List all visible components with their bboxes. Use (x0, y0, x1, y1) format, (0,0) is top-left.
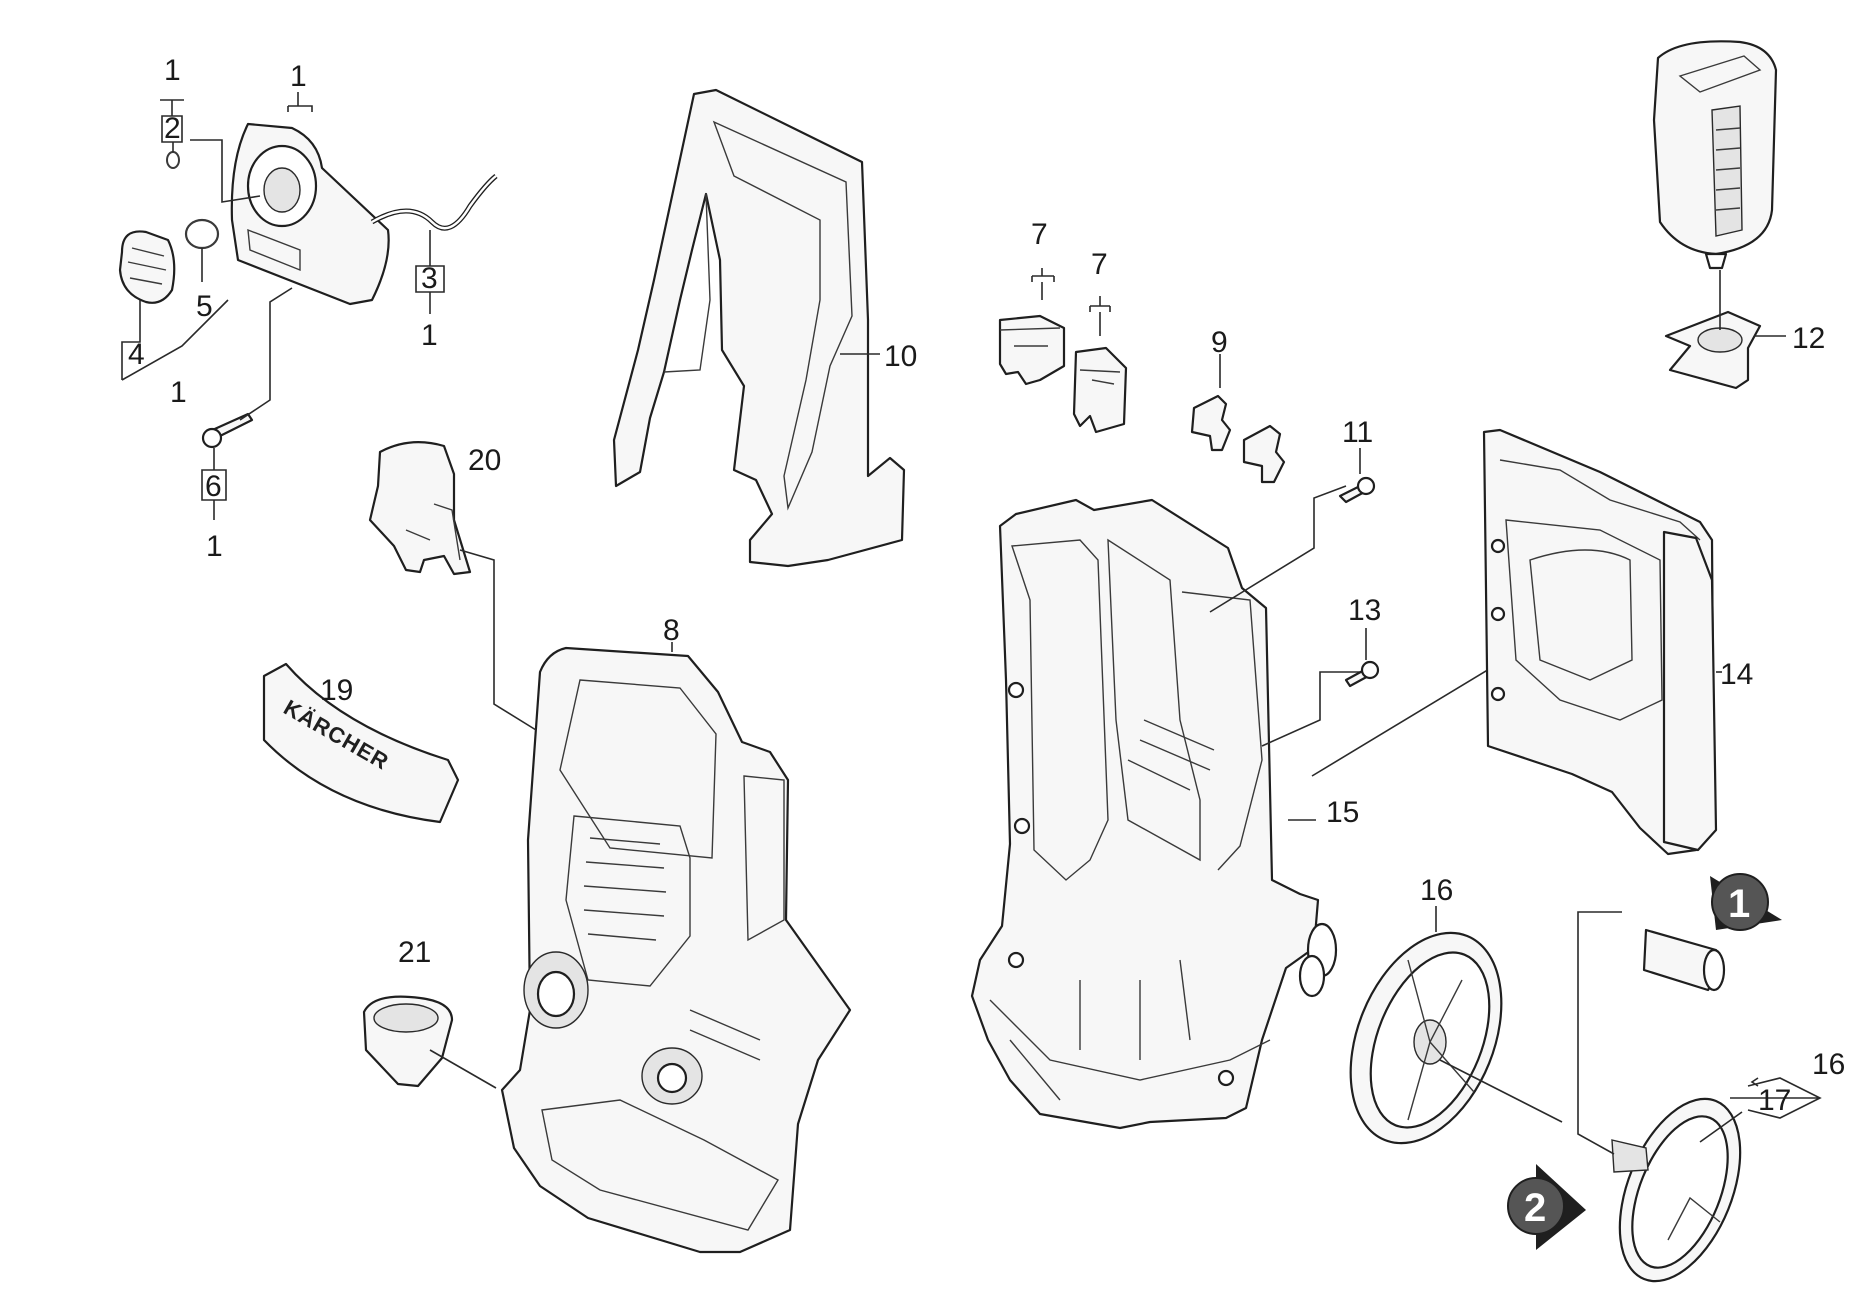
cap-knob (118, 230, 176, 304)
marker-2-label: 2 (1524, 1186, 1546, 1230)
callout-14: 14 (1720, 658, 1753, 691)
view-marker-1: 1 (1710, 873, 1782, 931)
callout-20: 20 (468, 444, 501, 477)
part-16-wheel (1349, 906, 1563, 1145)
connector-port-inner (263, 167, 301, 213)
o-ring (184, 218, 220, 250)
callout-1b: 1 (290, 60, 307, 93)
callout-1e: 1 (206, 530, 223, 563)
callout-21: 21 (398, 936, 431, 969)
callout-3: 3 (421, 262, 438, 295)
callout-6: 6 (205, 470, 222, 503)
connector-housing (230, 122, 390, 306)
callout-1a: 1 (164, 54, 181, 87)
part-8-main-housing (459, 549, 852, 1254)
callout-17: 17 (1758, 1084, 1791, 1117)
part-21-holder (362, 995, 497, 1089)
small-o-ring (166, 151, 180, 169)
callout-12: 12 (1792, 322, 1825, 355)
callout-7b: 7 (1091, 248, 1108, 281)
part-15-chassis (970, 485, 1545, 1130)
callout-labels: 1 2 1 3 1 4 5 1 6 1 20 19 21 8 10 7 7 9 … (128, 54, 1845, 1117)
part-17-hub-axle (1577, 911, 1822, 1283)
callout-13: 13 (1348, 594, 1381, 627)
part-9-nozzles (1190, 354, 1286, 484)
callout-16a: 16 (1420, 874, 1453, 907)
part-11-13-screws (1338, 448, 1380, 688)
callout-4: 4 (128, 338, 145, 371)
callout-15: 15 (1326, 796, 1359, 829)
callout-8: 8 (663, 614, 680, 647)
hose (370, 174, 498, 231)
part-14-side-cover (1482, 428, 1722, 856)
view-marker-2: 2 (1507, 1164, 1586, 1250)
callout-1c: 1 (421, 319, 438, 352)
part-12-detergent-tank (1652, 40, 1786, 390)
callout-5: 5 (196, 290, 213, 323)
callout-10: 10 (884, 340, 917, 373)
hose-connector-assembly (118, 92, 498, 520)
callout-11: 11 (1342, 416, 1373, 449)
part-20-clip (368, 441, 472, 576)
part-7-clips (998, 268, 1128, 434)
callout-7a: 7 (1031, 218, 1048, 251)
callout-16b: 16 (1812, 1048, 1845, 1081)
callout-2: 2 (164, 112, 181, 145)
part-10-handle (612, 88, 906, 568)
part-19-logo-badge: KÄRCHER (262, 662, 460, 824)
callout-9: 9 (1211, 326, 1228, 359)
callout-19: 19 (320, 674, 353, 707)
callout-1d: 1 (170, 376, 187, 409)
marker-1-label: 1 (1728, 882, 1750, 926)
